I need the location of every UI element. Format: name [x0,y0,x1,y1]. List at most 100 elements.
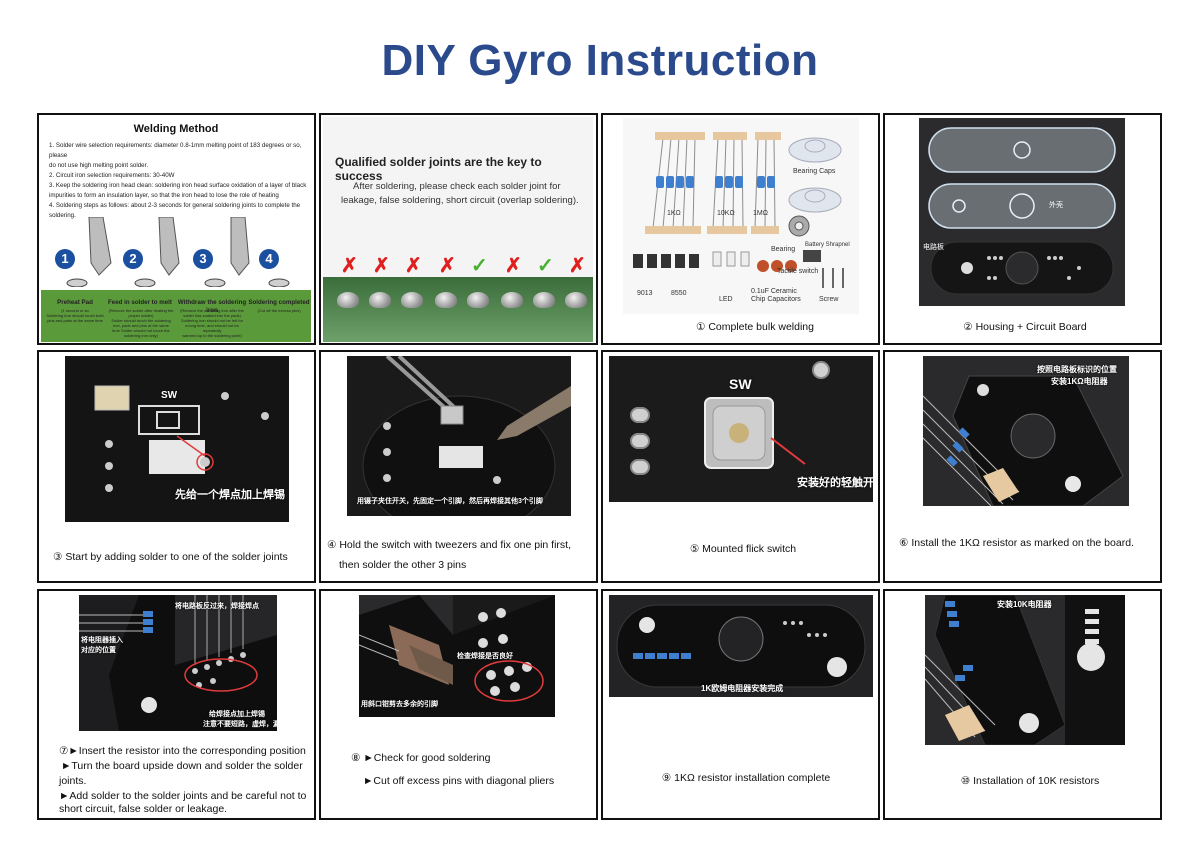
step-8-panel: 用斜口钳剪去多余的引脚 检查焊接是否良好 ⑧ ►Check for good s… [319,589,598,820]
step-badge-4: 4 [259,249,279,269]
solder-quality-panel: Qualified solder joints are the key to s… [319,113,598,345]
step-7-photo-right: 将电路板反过来，焊接焊点 给焊接点加上焊锡 注意不要短路，虚焊，漏焊 [175,595,277,731]
step-3-panel: SW 先给一个焊点加上焊锡 ③ Start by adding solder t… [37,350,316,583]
step-5-photo: SW 安装好的轻触开关 [609,356,873,502]
step-3-photo: SW 先给一个焊点加上焊锡 [65,356,289,522]
board-side-illustration [79,595,175,731]
welding-line: 4. Soldering steps as follows: about 2-3… [49,202,301,209]
parts-panel: 1KΩ 10KΩ 1MΩ Bearing Caps Bearing Batter… [601,113,880,345]
step-7-caption-2: ►Turn the board upside down and solder t… [61,760,303,772]
parts-label-8550: 8550 [671,290,687,297]
board-pins-illustration [175,595,277,731]
step-4-cn-label: 用镊子夹住开关，先固定一个引脚，然后再焊接其他3个引脚 [357,498,543,505]
step-3-cn-label: 先给一个焊点加上焊锡 [175,489,285,501]
step-label-3: Withdraw the soldering iron [177,299,247,314]
step-label-4: Soldering completed [248,299,310,306]
parts-label-1k: 1KΩ [667,210,681,217]
step-7-photo-left: 将电阻器插入 对应的位置 [79,595,175,731]
step-6-cn-label-1: 按照电路板标识的位置 [1037,365,1117,374]
parts-label-10k: 10KΩ [717,210,735,217]
step-7-cn-label-4: 给焊接点加上焊锡 [209,711,265,718]
step-7-caption-1: ⑦►Insert the resistor into the correspon… [59,745,306,757]
step-5-sw-label: SW [729,376,752,392]
step-label-1: Preheat Pad [57,299,93,306]
step-label-2: Feed in solder to melt [108,299,172,306]
step-5-cn-label: 安装好的轻触开关 [797,477,873,489]
parts-label-1m: 1MΩ [753,210,768,217]
step-7-cn-label-3: 对应的位置 [81,647,116,654]
tweezers-illustration [347,356,571,516]
step-4-caption-1: ④ Hold the switch with tweezers and fix … [327,539,572,551]
bad-mark-icon: ✗ [439,255,456,277]
housing-photo: 外壳 电路板 [919,118,1125,306]
bad-mark-icon: ✗ [405,255,422,277]
step-7-caption-5: short circuit, false solder or leakage. [59,803,228,815]
step-10-panel: 安装10K电阻器 ⑩ Installation of 10K resistors [883,589,1162,820]
step-8-caption-1: ⑧ ►Check for good soldering [351,752,491,764]
step-4-caption-2: then solder the other 3 pins [339,559,467,571]
solder-joint [501,292,523,308]
step-note-1: (1 second or so Soldering iron should to… [46,308,104,323]
welding-method-title: Welding Method [133,123,219,135]
solder-joint [337,292,359,308]
step-7-cn-label-2: 将电阻器插入 [81,637,123,644]
step-badge-3: 3 [193,249,213,269]
solder-quality-body-1: After soldering, please check each solde… [353,181,561,192]
step-9-cn-label: 1K欧姆电阻器安装完成 [701,684,784,693]
step-8-photo-left: 用斜口钳剪去多余的引脚 [359,595,453,717]
pliers-illustration [359,595,453,717]
parts-label-caps: Bearing Caps [793,168,836,175]
parts-label-ceramic-1: 0.1uF Ceramic [751,288,797,295]
good-mark-icon: ✓ [537,255,554,277]
solder-joint [369,292,391,308]
resistor-board-illustration [923,356,1129,506]
step-7-caption-3: joints. [59,775,87,787]
step-7-panel: 将电阻器插入 对应的位置 将电路板反过来，焊接焊点 给焊接点加上焊锡 注意不要短… [37,589,316,820]
joint-check-illustration [453,595,555,717]
parts-label-screw: Screw [819,296,839,303]
welding-line: 1. Solder wire selection requirements: d… [49,142,302,159]
step-3-sw-label: SW [161,390,178,401]
housing-panel: 外壳 电路板 ② Housing + Circuit Board [883,113,1162,345]
step-9-photo: 1K欧姆电阻器安装完成 [609,595,873,697]
solder-joint [435,292,457,308]
welding-line: 2. Circuit iron selection requirements: … [49,172,175,179]
welding-line: soldering. [49,212,76,219]
step-8-cn-label-2: 用斜口钳剪去多余的引脚 [361,701,438,708]
soldering-iron-illustration [66,217,290,287]
welding-method-card: Welding Method 1. Solder wire selection … [41,117,311,342]
step-6-panel: 按照电路板标识的位置 安装1KΩ电阻器 ⑥ Install the 1KΩ re… [883,350,1162,583]
step-note-3: (Remove the soldering iron after the sol… [180,308,244,338]
step-7-cn-label-1: 将电路板反过来，焊接焊点 [175,603,259,610]
step-7-caption-4: ►Add solder to the solder joints and be … [59,790,307,802]
parts-label-ceramic-2: Chip Capacitors [751,296,801,303]
bad-mark-icon: ✗ [341,255,358,277]
step-6-caption: ⑥ Install the 1KΩ resistor as marked on … [899,537,1134,549]
welding-method-panel: Welding Method 1. Solder wire selection … [37,113,316,345]
parts-label-shrapnel: Battery Shrapnel [805,242,850,248]
step-badge-2: 2 [123,249,143,269]
parts-photo: 1KΩ 10KΩ 1MΩ Bearing Caps Bearing Batter… [623,118,859,314]
step-10-photo: 安装10K电阻器 [925,595,1125,745]
step-9-panel: 1K欧姆电阻器安装完成 ⑨ 1KΩ resistor installation … [601,589,880,820]
solder-joint [565,292,587,308]
step-9-caption: ⑨ 1KΩ resistor installation complete [661,772,831,784]
step-2-caption: ② Housing + Circuit Board [963,321,1087,333]
bad-mark-icon: ✗ [373,255,390,277]
board-label-cn: 电路板 [923,244,944,251]
solder-quality-heading: Qualified solder joints are the key to s… [335,155,542,183]
parts-label-9013: 9013 [637,290,653,297]
step-4-panel: 用镊子夹住开关，先固定一个引脚，然后再焊接其他3个引脚 ④ Hold the s… [319,350,598,583]
parts-label-led: LED [719,296,733,303]
bad-mark-icon: ✗ [569,255,586,277]
solder-quality-card: Qualified solder joints are the key to s… [323,117,593,342]
welding-line: do not use high melting point solder. [49,162,149,169]
step-badge-1: 1 [55,249,75,269]
resistor-leads-illustration [633,132,844,288]
step-10-caption: ⑩ Installation of 10K resistors [960,775,1100,787]
step-8-caption-2: ►Cut off excess pins with diagonal plier… [363,775,555,787]
pcb-switch-illustration [65,356,289,522]
welding-line: 3. Keep the soldering iron head clean: s… [49,182,307,189]
parts-label-bearing: Bearing [771,246,796,253]
step-8-cn-label-1: 检查焊接是否良好 [457,653,513,660]
